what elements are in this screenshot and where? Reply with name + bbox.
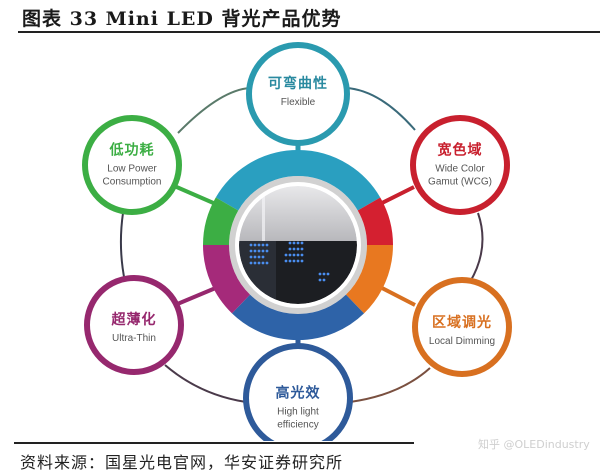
node-wide-color-en-line2: Gamut (WCG) — [428, 176, 492, 188]
node-local-dimming-zh: 区域调光 — [431, 315, 492, 331]
node-high-light-efficiency-zh: 高光效 — [275, 385, 321, 402]
node-low-power-en-line2: Consumption — [102, 176, 162, 188]
source-divider — [14, 442, 414, 444]
node-high-light-efficiency-en-line2: efficiency — [277, 419, 319, 431]
figure-title: 图表 33 Mini LED 背光产品优势 — [22, 8, 342, 30]
node-high-light-efficiency-en-line1: High light — [277, 406, 319, 418]
satellite-rings — [82, 42, 512, 453]
node-high-light-efficiency: 高光效 High light efficiency — [276, 383, 321, 432]
source-note: 资料来源：国星光电官网，华安证券研究所 — [20, 453, 344, 472]
connector-arcs — [119, 87, 484, 403]
node-wide-color-en-line1: Wide Color — [435, 163, 485, 175]
node-local-dimming-en: Local Dimming — [428, 336, 496, 347]
node-ultra-thin-en: Ultra-Thin — [112, 333, 156, 344]
node-ultra-thin: 超薄化 Ultra-Thin — [112, 309, 157, 345]
node-flexible: 可弯曲性 Flexible — [268, 73, 328, 109]
node-flexible-en: Flexible — [280, 97, 316, 108]
node-ultra-thin-zh: 超薄化 — [111, 312, 157, 328]
title-divider — [18, 31, 600, 33]
node-low-power-zh: 低功耗 — [109, 142, 155, 159]
node-local-dimming: 区域调光 Local Dimming — [429, 312, 495, 348]
watermark: 知乎 @OLEDindustry — [478, 438, 590, 451]
node-wide-color: 宽色域 Wide Color Gamut (WCG) — [428, 140, 492, 189]
node-flexible-zh: 可弯曲性 — [268, 76, 328, 92]
node-low-power-en-line1: Low Power — [107, 163, 157, 175]
node-low-power: 低功耗 Low Power Consumption — [103, 140, 162, 189]
node-wide-color-zh: 宽色域 — [437, 142, 483, 159]
hub-ring — [202, 150, 394, 340]
